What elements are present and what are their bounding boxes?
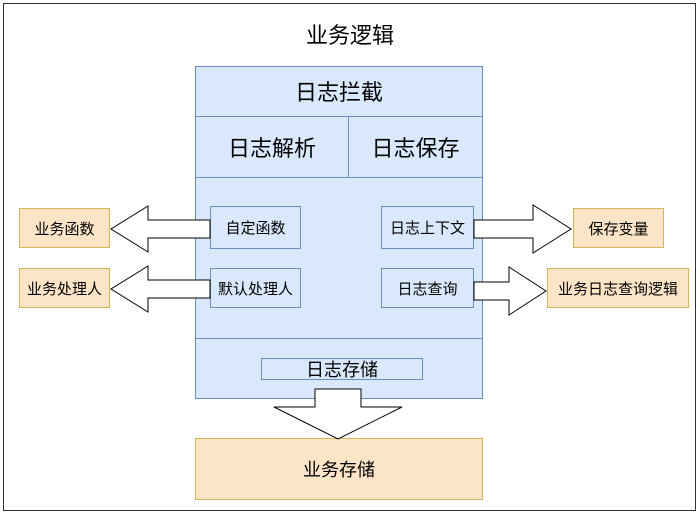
business-function-box: 业务函数 [19,208,110,248]
log-save-box: 日志保存 [348,116,483,178]
log-query-box: 日志查询 [381,268,474,308]
arrow-to-save-variable [473,204,572,254]
arrow-to-business-handler [110,265,211,313]
diagram-title: 业务逻辑 [305,24,394,49]
log-context-box: 日志上下文 [381,206,474,249]
log-intercept-header: 日志拦截 [294,81,383,106]
default-handler-box: 默认处理人 [210,268,301,308]
arrow-to-business-function [110,205,211,253]
business-storage-box: 业务存储 [195,438,483,500]
log-storage-box: 日志存储 [261,358,423,381]
business-log-query-logic-box: 业务日志查询逻辑 [547,268,689,308]
save-variable-box: 保存变量 [573,208,664,248]
arrow-to-business-storage [273,388,403,440]
business-handler-box: 业务处理人 [19,268,110,308]
log-parse-box: 日志解析 [195,116,349,178]
diagram-frame [3,3,696,511]
arrow-to-business-log-query-logic [473,266,547,316]
